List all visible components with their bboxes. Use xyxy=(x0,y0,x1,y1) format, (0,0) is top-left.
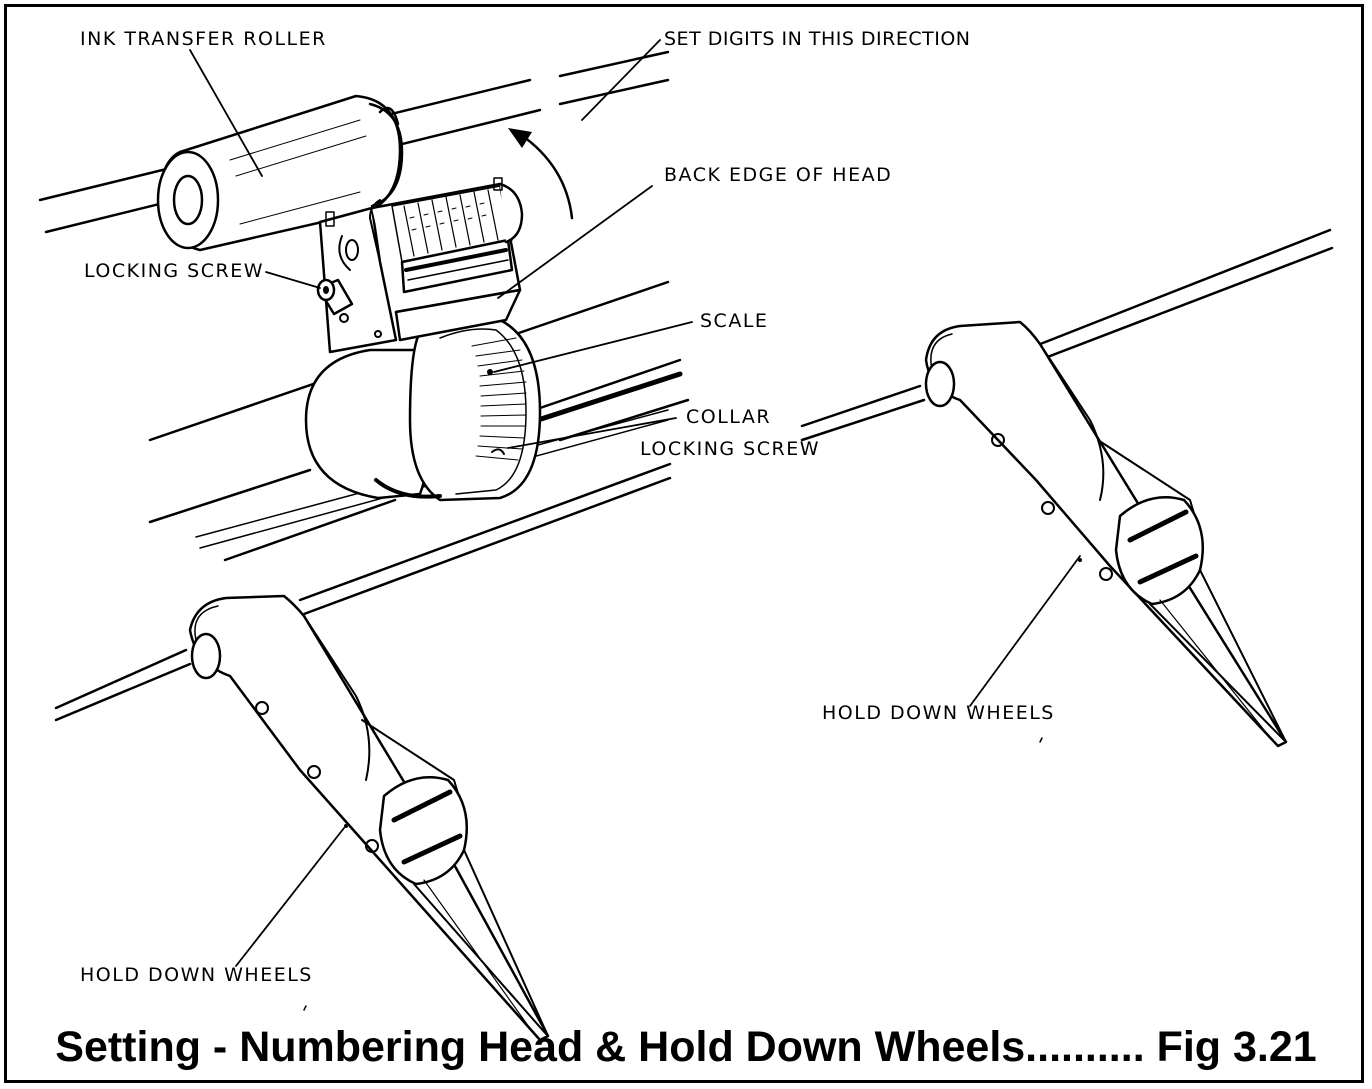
label-locking-screw-collar: LOCKING SCREW xyxy=(640,438,820,460)
leader-back-edge-of-head xyxy=(497,185,653,299)
set-digits-arrow xyxy=(508,128,574,220)
label-back-edge-of-head: BACK EDGE OF HEAD xyxy=(664,164,893,186)
label-ink-transfer-roller: INK TRANSFER ROLLER xyxy=(80,28,327,50)
numbering-head xyxy=(316,177,524,354)
label-collar: COLLAR xyxy=(686,406,772,428)
leader-collar xyxy=(507,417,677,449)
left-hold-down-wheels xyxy=(188,594,550,1042)
leader-scale xyxy=(493,321,693,373)
label-scale: SCALE xyxy=(700,310,769,332)
ink-transfer-roller xyxy=(156,94,404,252)
right-shaft xyxy=(800,228,1334,442)
label-set-digits-direction: SET DIGITS IN THIS DIRECTION xyxy=(664,28,971,50)
left-lower-shaft xyxy=(54,462,672,722)
leader-set-digits xyxy=(581,39,661,121)
leader-ink-transfer-roller xyxy=(189,49,263,177)
leader-lines xyxy=(189,39,1081,967)
leader-hold-down-left xyxy=(235,827,345,967)
leader-locking-screw-head xyxy=(265,271,321,289)
head-locking-screw xyxy=(316,278,354,316)
figure-caption: Setting - Numbering Head & Hold Down Whe… xyxy=(55,1023,1317,1071)
right-hold-down-wheels xyxy=(924,320,1288,748)
label-locking-screw-head: LOCKING SCREW xyxy=(84,260,264,282)
label-hold-down-wheels-left: HOLD DOWN WHEELS xyxy=(80,964,313,986)
stray-mark xyxy=(303,1005,307,1011)
label-hold-down-wheels-right: HOLD DOWN WHEELS xyxy=(822,702,1055,724)
leader-hold-down-right xyxy=(969,555,1081,707)
stray-mark xyxy=(1039,737,1043,743)
collar-and-scale xyxy=(304,318,542,502)
figure-frame xyxy=(4,4,1364,1083)
